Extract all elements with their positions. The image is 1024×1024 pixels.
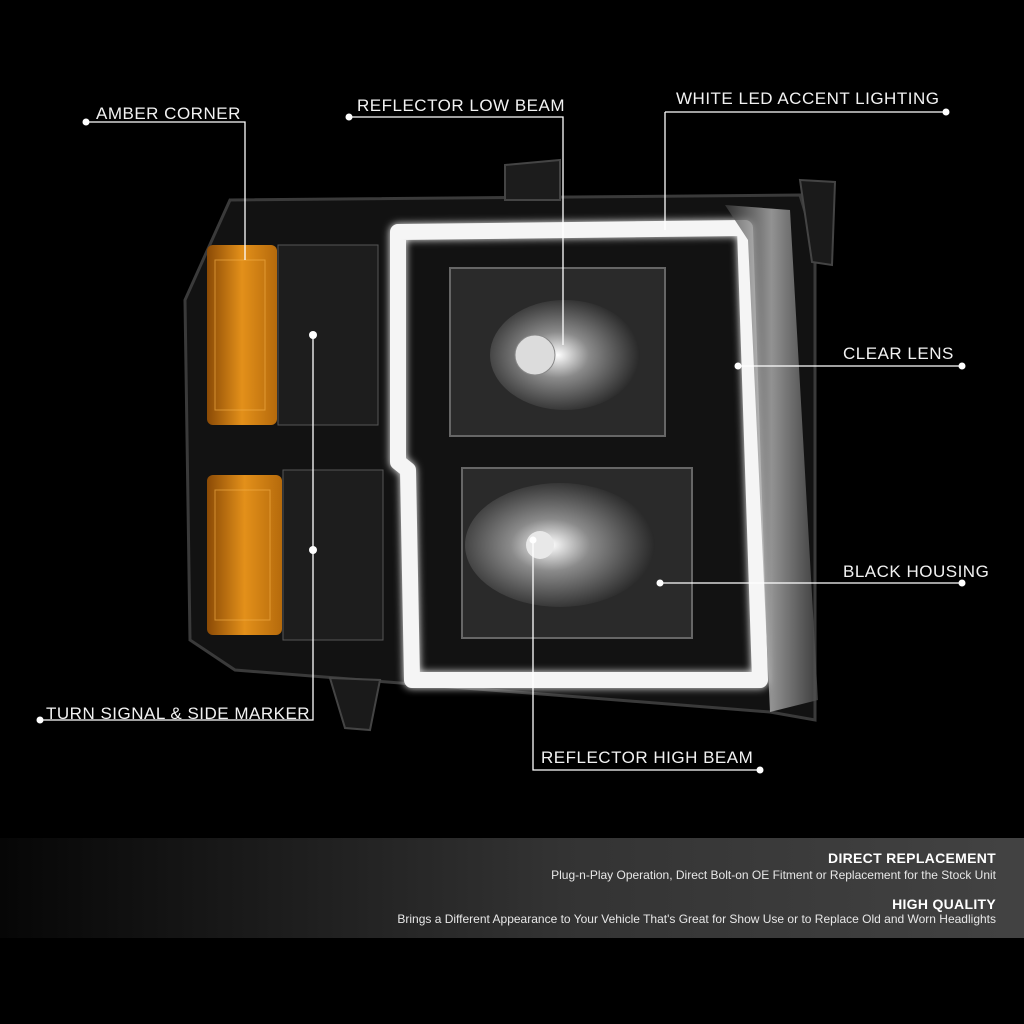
amber-corner-upper <box>207 245 277 425</box>
feature-text-direct-replacement: Plug-n-Play Operation, Direct Bolt-on OE… <box>551 868 996 882</box>
feature-band: DIRECT REPLACEMENT Plug-n-Play Operation… <box>0 838 1024 938</box>
marker-lens-upper <box>277 244 379 426</box>
feature-text-high-quality: Brings a Different Appearance to Your Ve… <box>397 912 996 926</box>
marker-lens-lower <box>282 469 384 641</box>
clear-lens-edge <box>725 205 818 712</box>
low-beam-reflector <box>449 267 666 437</box>
callout-reflector-high-beam: REFLECTOR HIGH BEAM <box>541 748 754 767</box>
callout-amber-corner: AMBER CORNER <box>96 104 241 123</box>
feature-title-high-quality: HIGH QUALITY <box>892 896 996 912</box>
callout-white-led-accent: WHITE LED ACCENT LIGHTING <box>676 89 940 108</box>
callout-black-housing: BLACK HOUSING <box>843 562 990 581</box>
callout-reflector-low-beam: REFLECTOR LOW BEAM <box>357 96 565 115</box>
feature-title-direct-replacement: DIRECT REPLACEMENT <box>828 850 996 866</box>
callout-turn-signal: TURN SIGNAL & SIDE MARKER <box>46 704 311 723</box>
callout-clear-lens: CLEAR LENS <box>843 344 954 363</box>
leader-dots <box>36 108 966 774</box>
high-beam-reflector <box>461 467 693 639</box>
amber-corner-lower <box>207 475 282 635</box>
leader-lines <box>40 111 962 771</box>
